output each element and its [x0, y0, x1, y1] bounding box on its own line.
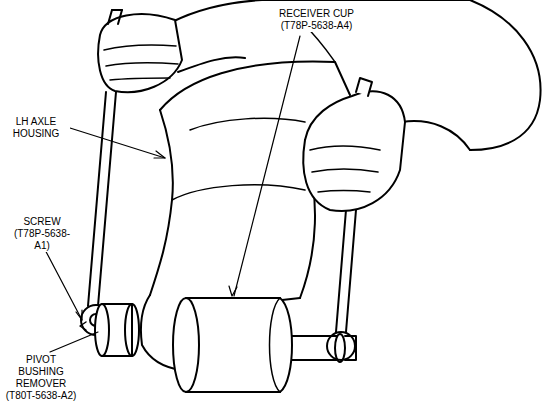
part-label: SCREW (T78P-5638-A1)	[8, 216, 76, 252]
part-label: LH AXLE HOUSING	[2, 116, 70, 140]
part-label: RECEIVER CUP (T78P-5638-A4)	[268, 8, 365, 32]
part-label: PIVOT BUSHING REMOVER (T80T-5638-A2)	[4, 354, 78, 402]
